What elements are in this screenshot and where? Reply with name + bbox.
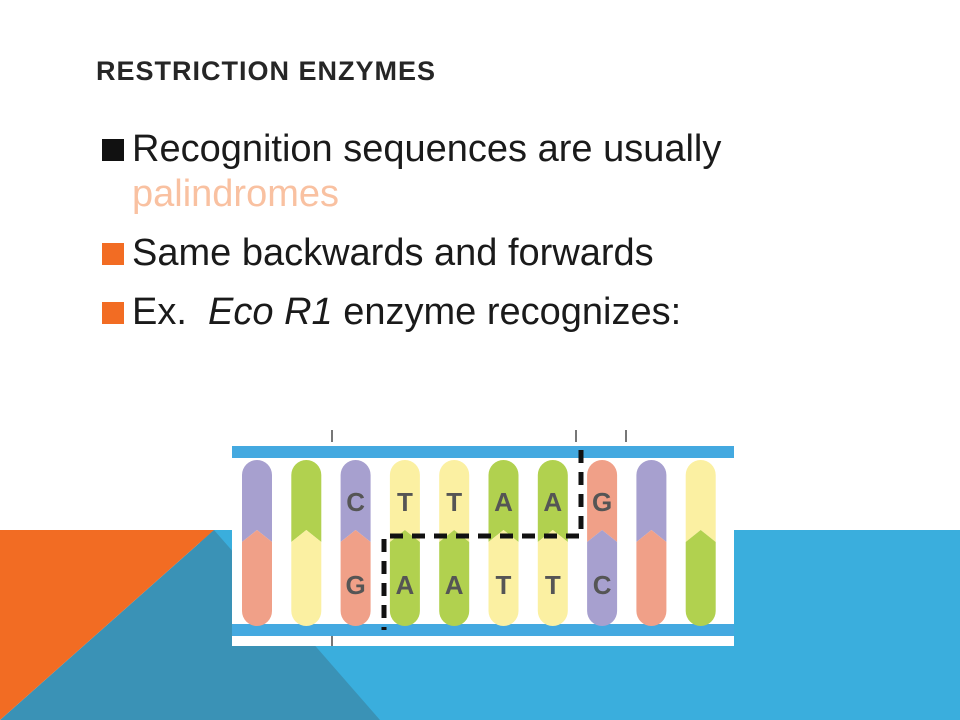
base-bottom	[340, 530, 371, 626]
enzyme-name: Eco R1	[208, 291, 333, 333]
slide-title: RESTRICTION ENZYMES	[96, 56, 437, 86]
base-bottom	[537, 530, 568, 626]
base-bottom	[389, 530, 420, 626]
base-top	[291, 460, 322, 542]
teal-triangle-shape	[0, 530, 380, 720]
bottom-base-letter: C	[593, 570, 612, 600]
bottom-base-letter: A	[445, 570, 464, 600]
bullet-item-recognition: Recognition sequences are usually palind…	[100, 127, 900, 217]
cut-site-line	[381, 450, 584, 630]
bottom-base-letter: G	[345, 570, 365, 600]
bottom-base-letter: A	[396, 570, 415, 600]
top-backbone	[232, 446, 734, 458]
square-bullet-icon	[102, 139, 124, 161]
top-base-letter: A	[494, 487, 513, 517]
base-top	[537, 460, 568, 542]
orange-triangle-shape	[0, 530, 214, 720]
square-bullet-icon	[102, 302, 124, 324]
top-base-letter: T	[446, 487, 462, 517]
bullet-suffix: enzyme recognizes:	[332, 291, 682, 333]
bullet-item-same: Same backwards and forwards	[100, 231, 900, 276]
base-bottom	[291, 530, 322, 626]
palindromes-term: palindromes	[132, 173, 339, 215]
base-top	[685, 460, 716, 542]
base-top	[389, 460, 420, 542]
bullet-item-example: Ex. Eco R1 enzyme recognizes:	[100, 290, 900, 335]
bullet-text: Recognition sequences are usually	[132, 128, 722, 170]
bottom-base-letter: T	[545, 570, 561, 600]
bullet-text: Same backwards and forwards	[132, 232, 654, 274]
base-bottom	[636, 530, 667, 626]
base-top	[488, 460, 519, 542]
base-top	[242, 460, 272, 542]
bullet-list: Recognition sequences are usually palind…	[100, 127, 900, 349]
top-base-letter: C	[346, 487, 365, 517]
base-top	[636, 460, 667, 542]
base-top	[587, 460, 618, 542]
top-base-letter: G	[592, 487, 612, 517]
square-bullet-icon	[102, 243, 124, 265]
base-bottom	[439, 530, 470, 626]
base-top	[439, 460, 470, 542]
top-base-letter: A	[543, 487, 562, 517]
base-bottom	[587, 530, 618, 626]
base-top	[340, 460, 371, 542]
bullet-prefix: Ex.	[132, 291, 209, 333]
top-base-letter: T	[397, 487, 413, 517]
base-bottom	[685, 530, 716, 626]
base-bottom	[488, 530, 519, 626]
bottom-backbone	[232, 624, 734, 636]
bottom-base-letter: T	[496, 570, 512, 600]
base-bottom	[242, 530, 272, 626]
